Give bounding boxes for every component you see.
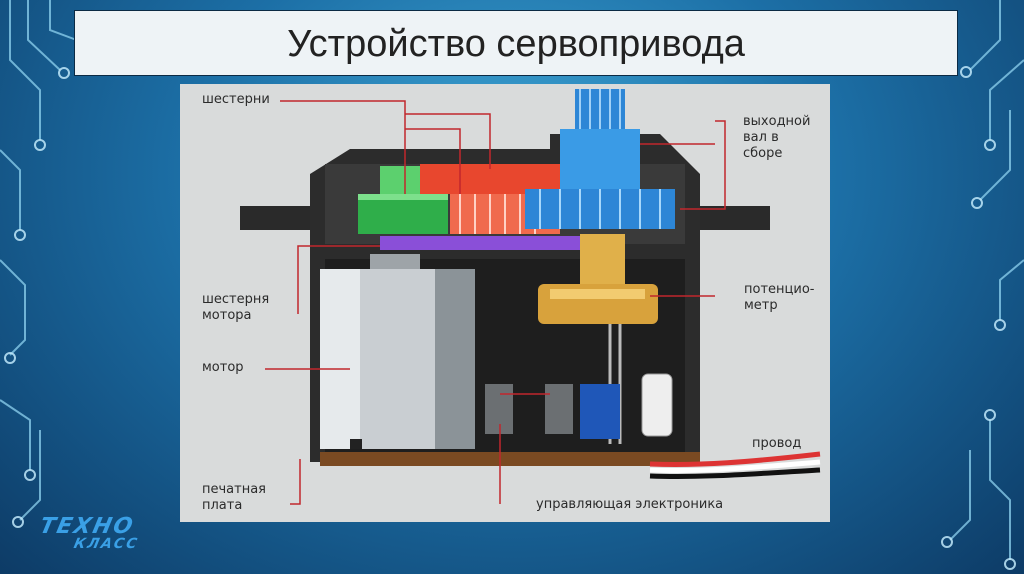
techno-class-logo: ТЕХНО КЛАСС (34, 514, 184, 554)
label-motor: мотор (202, 360, 244, 375)
servo-illustration (240, 89, 821, 505)
label-motor-gear: шестерня мотора (202, 292, 270, 323)
logo-text-bottom: КЛАСС (72, 536, 141, 552)
label-pcb: печатная плата (202, 482, 267, 513)
slide-title: Устройство сервопривода (287, 23, 745, 65)
gear-purple (380, 236, 580, 250)
wire-shape (649, 451, 821, 480)
pcb-shape (320, 452, 700, 466)
label-gears: шестерни (202, 92, 270, 107)
label-output-shaft: выходной вал в сборе (743, 114, 811, 161)
motor-shape (320, 254, 475, 449)
electronics-shape (485, 373, 673, 439)
gear-blue-output (525, 89, 675, 229)
label-wire: провод (752, 436, 802, 451)
servo-diagram: шестерни выходной вал в сборе шестерня м… (180, 84, 830, 522)
label-potentiometer: потенцио- метр (744, 282, 815, 313)
leader-lines (265, 100, 726, 505)
label-control-electronics: управляющая электроника (536, 497, 724, 512)
slide-title-box: Устройство сервопривода (74, 10, 958, 76)
